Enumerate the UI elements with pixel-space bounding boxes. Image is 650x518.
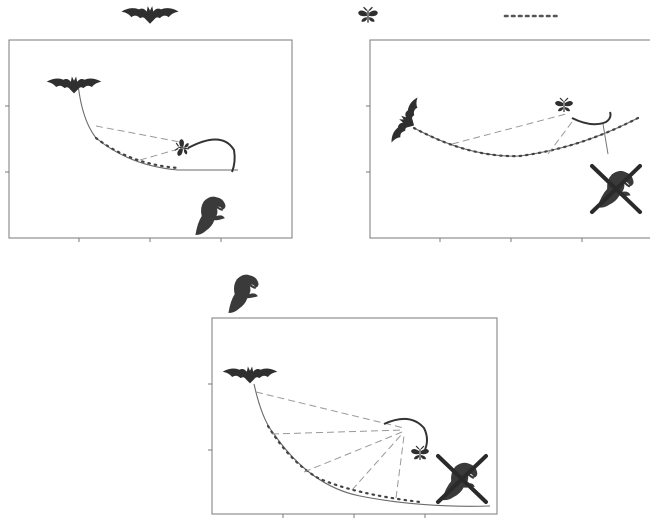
bat-icon (222, 366, 278, 384)
cross-icon (590, 164, 642, 214)
bat-icon (46, 76, 102, 94)
echolocation-dotted-path (94, 136, 180, 170)
hunter-icon (227, 273, 260, 315)
hunter-icon (194, 195, 227, 237)
moth-escape-arc (383, 417, 428, 453)
bat-icon (387, 94, 428, 149)
moth-escape-arc (571, 111, 612, 126)
bat-flight-path (413, 117, 639, 157)
sight-lines (255, 391, 405, 499)
legend (121, 6, 559, 24)
moth-icon (554, 97, 574, 113)
axis-ticks (366, 105, 583, 242)
echolocation-dotted-path (412, 116, 640, 158)
moth-icon (357, 6, 379, 24)
bat-icon (121, 6, 179, 24)
panel-frame (8, 39, 293, 239)
moth-drop-line (602, 123, 609, 155)
panel-bottom (208, 273, 498, 518)
echolocation-dotted-path (266, 424, 422, 504)
axis-ticks (5, 105, 222, 242)
bat-flight-path (77, 83, 238, 171)
panel-frame (369, 39, 650, 239)
cross-icon (436, 454, 488, 504)
sight-lines (451, 113, 573, 155)
moth-escape-arc (187, 138, 236, 173)
bat-flight-path (253, 383, 491, 507)
axis-ticks (208, 383, 426, 518)
sight-lines (95, 125, 183, 161)
panel-top-right (366, 39, 650, 242)
panel-top-left (5, 39, 293, 242)
